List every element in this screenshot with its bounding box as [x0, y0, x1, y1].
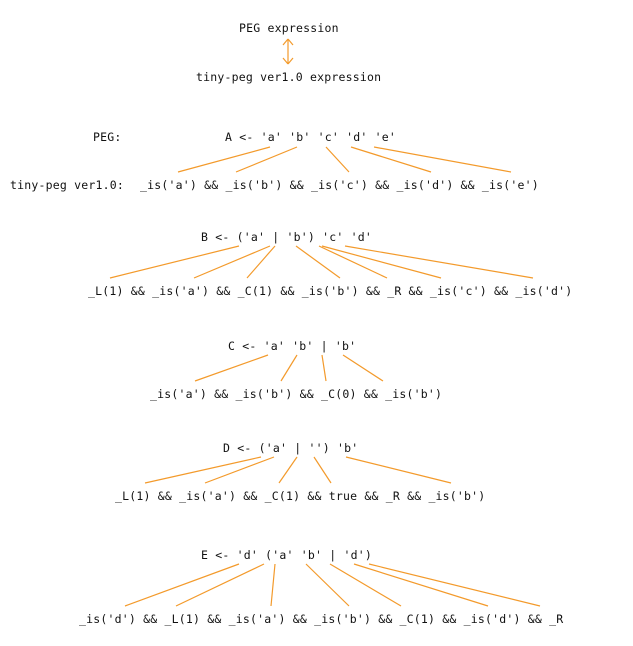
rule-a-connector-3 — [325, 146, 350, 173]
rule-b-connector-7 — [344, 245, 534, 279]
header-peg-expression: PEG expression — [239, 21, 339, 35]
double-arrow-head-top-left — [282, 38, 289, 46]
rule-e-connector-2 — [175, 563, 265, 607]
rule-c-connector-1 — [194, 354, 269, 382]
rule-e-peg: E <- 'd' ('a' 'b' | 'd') — [201, 548, 372, 562]
rule-e-connector-1 — [124, 563, 240, 607]
peg-row-label: PEG: — [93, 130, 122, 144]
rule-e-connector-7 — [368, 563, 541, 607]
rule-d-connector-5 — [345, 456, 452, 484]
rule-e-connector-3 — [270, 563, 276, 607]
rule-a-connector-4 — [350, 146, 432, 173]
double-arrow-head-top-right — [287, 38, 294, 46]
rule-b-connector-3 — [246, 245, 276, 279]
rule-e-connector-6 — [353, 563, 489, 607]
double-arrow-head-bottom-left — [282, 57, 289, 65]
rule-b-connector-1 — [109, 245, 240, 279]
rule-e-tinypeg: _is('d') && _L(1) && _is('a') && _is('b'… — [79, 612, 564, 626]
rule-b-connector-6 — [321, 245, 442, 279]
rule-b-peg: B <- ('a' | 'b') 'c' 'd' — [201, 230, 372, 244]
rule-connectors — [109, 146, 541, 607]
rule-d-connector-1 — [144, 456, 262, 484]
rule-d-peg: D <- ('a' | '') 'b' — [223, 441, 359, 455]
rule-d-connector-2 — [204, 456, 275, 484]
rule-a-connector-1 — [177, 146, 271, 173]
header-tinypeg-expression: tiny-peg ver1.0 expression — [196, 70, 382, 84]
rule-a-connector-2 — [235, 146, 298, 173]
rule-d-tinypeg: _L(1) && _is('a') && _C(1) && true && _R… — [115, 489, 486, 503]
rule-d-connector-3 — [278, 456, 298, 484]
rule-e-connector-4 — [305, 563, 350, 607]
rule-a-tinypeg: _is('a') && _is('b') && _is('c') && _is(… — [140, 178, 539, 192]
rule-a-connector-5 — [373, 146, 512, 173]
rule-c-peg: C <- 'a' 'b' | 'b' — [228, 339, 357, 353]
rule-b-connector-2 — [193, 245, 271, 279]
rule-e-connector-5 — [329, 563, 402, 607]
rule-c-connector-3 — [321, 354, 327, 382]
rule-c-connector-2 — [280, 354, 298, 382]
rule-c-connector-4 — [342, 354, 384, 382]
rule-b-connector-5 — [318, 245, 388, 279]
rule-c-tinypeg: _is('a') && _is('b') && _C(0) && _is('b'… — [150, 387, 443, 401]
rule-b-connector-4 — [295, 245, 341, 279]
rule-d-connector-4 — [313, 456, 332, 484]
rule-a-peg: A <- 'a' 'b' 'c' 'd' 'e' — [225, 130, 396, 144]
tinypeg-row-label: tiny-peg ver1.0: — [10, 178, 124, 192]
header-double-arrow — [282, 38, 294, 65]
rule-b-tinypeg: _L(1) && _is('a') && _C(1) && _is('b') &… — [88, 284, 573, 298]
double-arrow-head-bottom-right — [287, 57, 294, 65]
